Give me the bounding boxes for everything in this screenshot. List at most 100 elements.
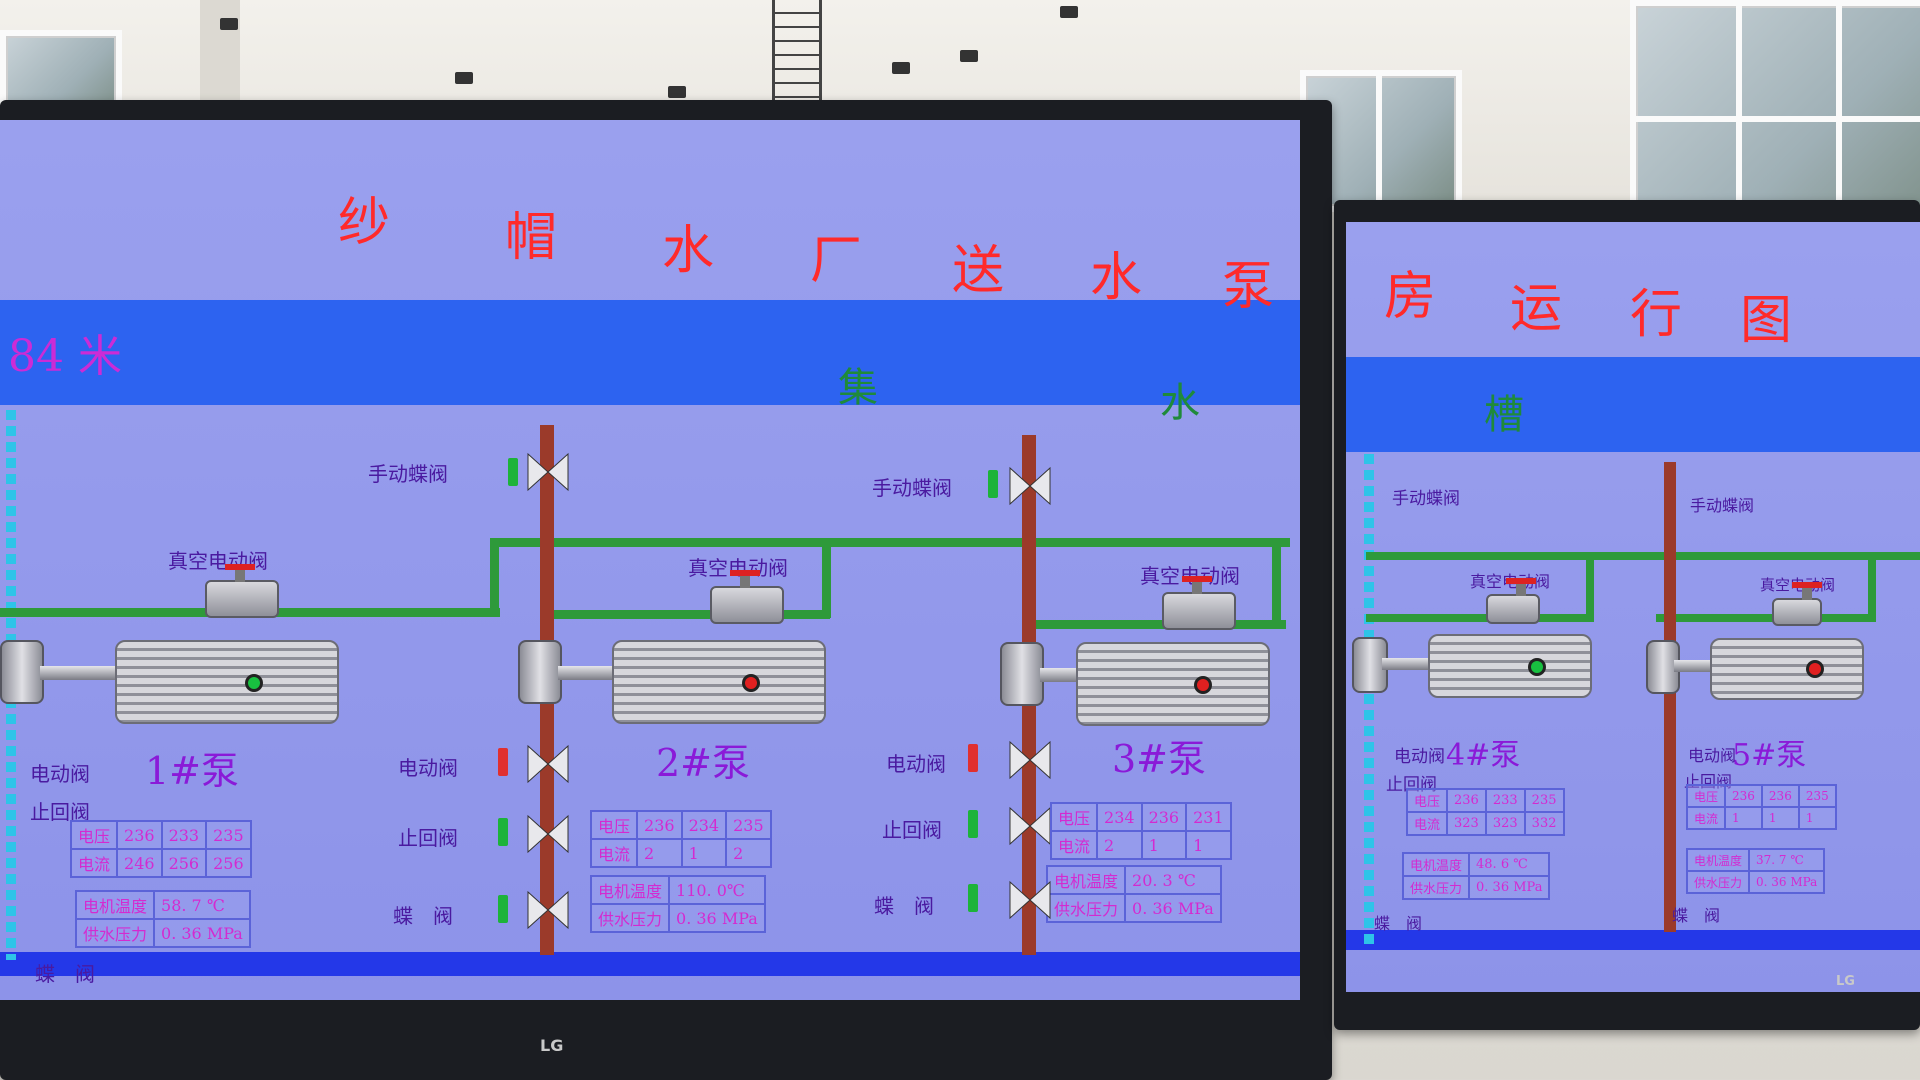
- pump-2-motor[interactable]: [612, 640, 826, 724]
- vacuum-valve-label-2: 真空电动阀: [688, 556, 788, 580]
- vacuum-pipe: [1366, 552, 1920, 560]
- title-char: 纱: [338, 193, 391, 253]
- manual-valve-3-icon[interactable]: [1008, 464, 1052, 508]
- check-valve-label-1: 止回阀: [30, 800, 90, 824]
- butterfly-valve-3-icon[interactable]: [1008, 878, 1052, 922]
- electric-valve-label-3: 电动阀: [886, 752, 946, 776]
- vacuum-pipe: [1868, 552, 1876, 622]
- pump-2-shaft: [558, 666, 618, 680]
- electric-valve-label-4: 电动阀: [1394, 747, 1445, 767]
- vacuum-pipe: [1272, 538, 1281, 628]
- pump-3-shaft: [1040, 668, 1080, 682]
- title-char: 水: [662, 221, 715, 281]
- check-valve-2-icon[interactable]: [526, 812, 570, 856]
- water-tank-band: [1346, 357, 1920, 452]
- pump-3-motor[interactable]: [1076, 642, 1270, 726]
- pump-1-motor[interactable]: [115, 640, 339, 724]
- manual-valve-2-indicator: [508, 458, 518, 486]
- ceiling-lamp: [892, 62, 910, 74]
- ceiling-lamp: [220, 18, 238, 30]
- vacuum-pipe: [490, 538, 1290, 547]
- inlet-pipe: [1364, 454, 1374, 944]
- pump-1-shaft: [40, 666, 120, 680]
- electric-valve-label-1: 电动阀: [30, 762, 90, 786]
- butterfly-valve-3-indicator: [968, 884, 978, 912]
- pump-4-motor[interactable]: [1428, 634, 1592, 698]
- title-char: 帽: [505, 208, 558, 268]
- band-char-cao: 槽: [1484, 392, 1524, 438]
- vacuum-valve-1[interactable]: [205, 564, 279, 618]
- right-monitor-logo: LG: [1836, 974, 1855, 989]
- pump-2-name: 2#泵: [656, 741, 751, 785]
- pump-4-name: 4#泵: [1446, 738, 1521, 773]
- vacuum-pipe: [1026, 620, 1286, 629]
- pump-5-motor[interactable]: [1710, 638, 1864, 700]
- band-char-shui: 水: [1160, 380, 1200, 426]
- electric-valve-label-2: 电动阀: [398, 756, 458, 780]
- vacuum-valve-label-3: 真空电动阀: [1140, 560, 1240, 589]
- vacuum-pipe: [540, 610, 830, 619]
- electric-valve-3-icon[interactable]: [1008, 738, 1052, 782]
- manual-valve-label-5: 手动蝶阀: [1690, 496, 1755, 515]
- butterfly-valve-label-4: 蝶 阀: [1374, 914, 1423, 933]
- vacuum-pipe: [1656, 614, 1876, 622]
- butterfly-valve-label-5: 蝶 阀: [1672, 906, 1721, 925]
- butterfly-valve-2-icon[interactable]: [526, 888, 570, 932]
- title-char: 水: [1090, 248, 1143, 308]
- butterfly-valve-label-3: 蝶 阀: [874, 894, 934, 918]
- pump-5-riser: [1664, 462, 1676, 932]
- butterfly-valve-label-1: 蝶 阀: [35, 962, 95, 986]
- vacuum-valve-2[interactable]: [710, 570, 784, 624]
- ceiling-lamp: [455, 72, 473, 84]
- pump-5-status-lamp: [1806, 660, 1824, 678]
- vacuum-pipe: [490, 538, 499, 616]
- manual-valve-3-indicator: [988, 470, 998, 498]
- vacuum-valve-5[interactable]: [1772, 582, 1822, 626]
- vacuum-valve-4[interactable]: [1486, 578, 1540, 624]
- check-valve-3-indicator: [968, 810, 978, 838]
- vacuum-valve-3[interactable]: [1162, 576, 1236, 630]
- ceiling-lamp: [960, 50, 978, 62]
- pump-1-status-lamp: [245, 674, 263, 692]
- title-char: 房: [1384, 267, 1437, 327]
- vacuum-pipe: [1586, 552, 1594, 622]
- check-valve-2-indicator: [498, 818, 508, 846]
- electric-valve-2-icon[interactable]: [526, 742, 570, 786]
- title-char: 图: [1740, 291, 1793, 351]
- pump-2-status-lamp: [742, 674, 760, 692]
- vacuum-pipe: [1366, 614, 1594, 622]
- title-char: 运: [1510, 279, 1563, 339]
- pump-1-name: 1#泵: [145, 749, 240, 793]
- manual-valve-2-icon[interactable]: [526, 450, 570, 494]
- pump-2-casing: [518, 640, 562, 704]
- pump-4-shaft: [1382, 658, 1432, 670]
- electric-valve-label-5: 电动阀: [1688, 746, 1737, 765]
- title-char: 厂: [810, 231, 863, 291]
- bottom-band: [0, 952, 1300, 976]
- electric-valve-3-indicator: [968, 744, 978, 772]
- pump-3-status-lamp: [1194, 676, 1212, 694]
- check-valve-3-icon[interactable]: [1008, 804, 1052, 848]
- pump-3-name: 3#泵: [1112, 737, 1207, 781]
- left-monitor-logo: LG: [540, 1036, 564, 1055]
- pump-4-status-lamp: [1528, 658, 1546, 676]
- electric-valve-2-indicator: [498, 748, 508, 776]
- ceiling-lamp: [1060, 6, 1078, 18]
- pump-3-casing: [1000, 642, 1044, 706]
- check-valve-label-3: 止回阀: [882, 818, 942, 842]
- pump-5-name: 5#泵: [1732, 738, 1807, 773]
- ceiling-lamp: [668, 86, 686, 98]
- vacuum-pipe: [822, 538, 831, 618]
- check-valve-label-2: 止回阀: [398, 826, 458, 850]
